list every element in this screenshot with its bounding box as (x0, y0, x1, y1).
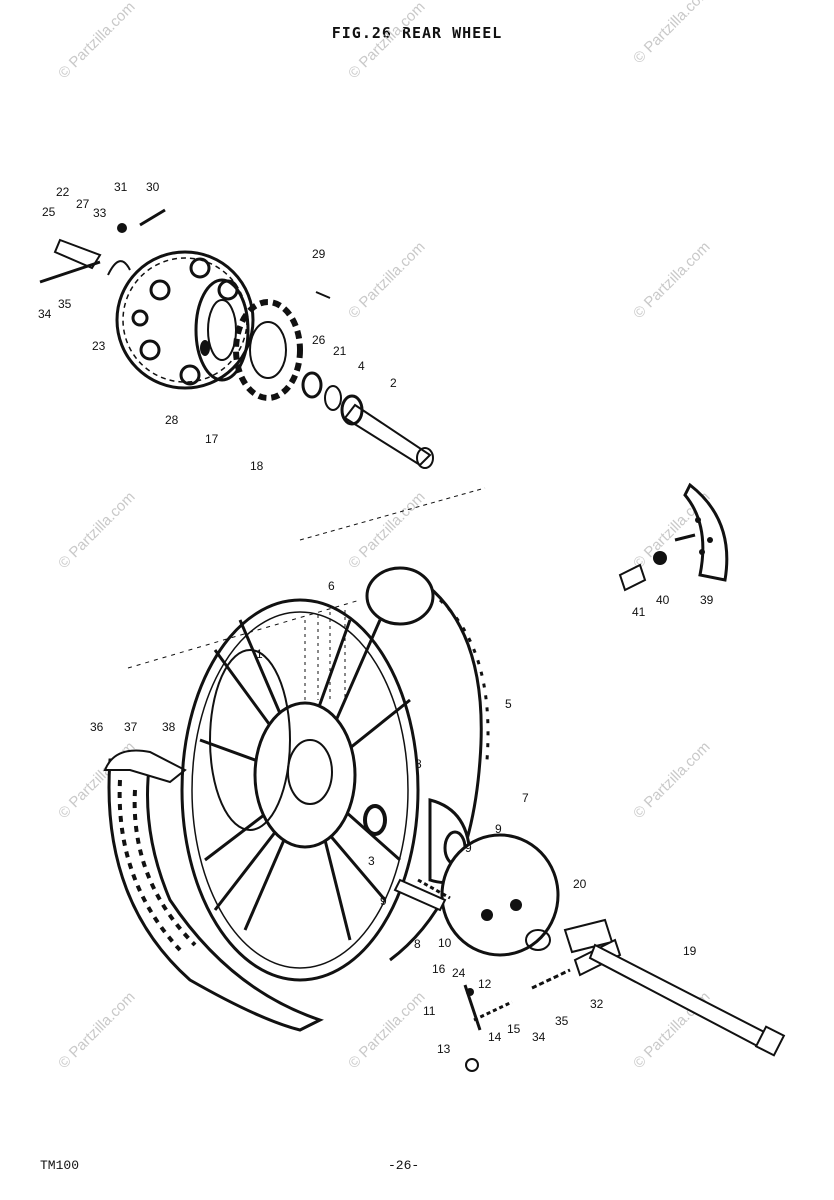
callout-label: 40 (656, 593, 670, 607)
page-number: -26- (388, 1158, 420, 1173)
rear-axle (588, 943, 786, 1057)
callout-label: 26 (312, 333, 326, 347)
callout-label: 1 (256, 647, 263, 661)
callout-label: 34 (532, 1030, 546, 1044)
axle-shaft (301, 371, 434, 469)
brake-panel (440, 833, 560, 957)
callout-label: 32 (590, 997, 604, 1011)
callout-label: 38 (162, 720, 176, 734)
chain-guard-case (618, 482, 729, 592)
tube (103, 749, 187, 784)
figure-title: FIG.26 REAR WHEEL (331, 24, 503, 42)
callout-label: 3 (368, 854, 375, 868)
callout-labels: 1 2 3 4 5 6 7 8 8 9 9 9 10 11 12 13 14 1… (38, 180, 714, 1056)
callout-label: 34 (38, 307, 52, 321)
callout-label: 24 (452, 966, 466, 980)
callout-label: 31 (114, 180, 128, 194)
callout-label: 29 (312, 247, 326, 261)
callout-label: 7 (522, 791, 529, 805)
leader-dashed (127, 599, 361, 669)
model-code: TM100 (40, 1158, 80, 1173)
callout-label: 12 (478, 977, 492, 991)
hub-bearing (363, 804, 387, 836)
callout-label: 6 (328, 579, 335, 593)
callout-label: 8 (414, 937, 421, 951)
callout-label: 11 (423, 1004, 436, 1018)
damper-rubber (233, 299, 303, 401)
callout-label: 33 (93, 206, 107, 220)
chain-adjuster (39, 208, 331, 299)
callout-label: 30 (146, 180, 160, 194)
callout-label: 28 (165, 413, 179, 427)
callout-label: 9 (465, 841, 472, 855)
callout-label: 22 (56, 185, 70, 199)
callout-label: 9 (380, 894, 387, 908)
callout-label: 36 (90, 720, 104, 734)
callout-label: 19 (683, 944, 697, 958)
tire (107, 578, 490, 1032)
callout-label: 35 (555, 1014, 569, 1028)
rear-sprocket (115, 250, 255, 390)
callout-label: 35 (58, 297, 72, 311)
callout-label: 25 (42, 205, 56, 219)
callout-label: 16 (432, 962, 446, 976)
sprocket-drum (194, 278, 250, 382)
callout-label: 21 (333, 344, 347, 358)
rear-hub (209, 649, 357, 849)
callout-label: 37 (124, 720, 138, 734)
callout-label: 2 (390, 376, 397, 390)
callout-label: 5 (505, 697, 512, 711)
callout-label: 23 (92, 339, 106, 353)
callout-label: 8 (415, 757, 422, 771)
callout-label: 17 (205, 432, 219, 446)
callout-label: 18 (250, 459, 264, 473)
callout-label: 4 (358, 359, 365, 373)
leader-dashed (299, 487, 486, 541)
callout-label: 14 (488, 1030, 502, 1044)
rim-band-cap (365, 566, 435, 626)
callout-label: 13 (437, 1042, 451, 1056)
brake-arm (463, 984, 513, 1072)
callout-label: 10 (438, 936, 452, 950)
callout-label: 9 (495, 822, 502, 836)
leader-dashed (304, 610, 346, 700)
callout-label: 39 (700, 593, 714, 607)
callout-label: 20 (573, 877, 587, 891)
callout-label: 15 (507, 1022, 521, 1036)
callout-label: 41 (632, 605, 646, 619)
callout-label: 27 (76, 197, 90, 211)
brake-cam (393, 878, 451, 912)
